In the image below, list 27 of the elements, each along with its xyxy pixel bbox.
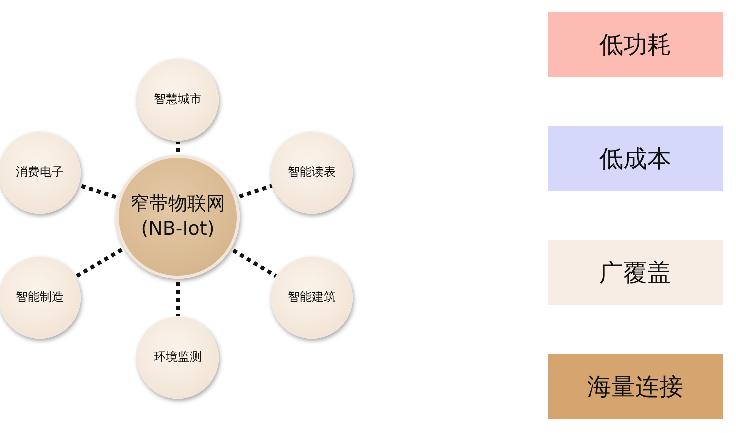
feature-box bbox=[548, 126, 723, 191]
application-circle bbox=[271, 132, 353, 214]
application-circle bbox=[0, 132, 81, 214]
feature-label: 低功耗 bbox=[600, 30, 672, 60]
feature-box bbox=[548, 354, 723, 419]
application-circle bbox=[271, 257, 353, 339]
application-circle bbox=[0, 257, 81, 339]
node-label: 窄带物联网 (NB-Iot) bbox=[130, 192, 226, 242]
dotted-connector bbox=[75, 248, 123, 278]
dotted-connector bbox=[232, 248, 278, 278]
node-label: 智慧城市 bbox=[153, 92, 203, 108]
feature-label: 广覆盖 bbox=[600, 258, 672, 288]
dotted-connector bbox=[176, 282, 180, 316]
node-label: 环境监测 bbox=[153, 350, 203, 366]
feature-box bbox=[548, 12, 723, 77]
feature-box bbox=[548, 240, 723, 305]
application-circle bbox=[137, 59, 219, 141]
dotted-connector bbox=[79, 184, 117, 200]
dotted-connector bbox=[176, 142, 180, 152]
node-label: 智能建筑 bbox=[287, 290, 337, 306]
node-label: 智能制造 bbox=[15, 290, 65, 306]
node-label: 消费电子 bbox=[15, 165, 65, 181]
dotted-connector bbox=[239, 184, 273, 199]
feature-label: 海量连接 bbox=[588, 372, 684, 402]
node-label: 智能读表 bbox=[287, 165, 337, 181]
application-circle bbox=[137, 317, 219, 399]
feature-label: 低成本 bbox=[600, 144, 672, 174]
